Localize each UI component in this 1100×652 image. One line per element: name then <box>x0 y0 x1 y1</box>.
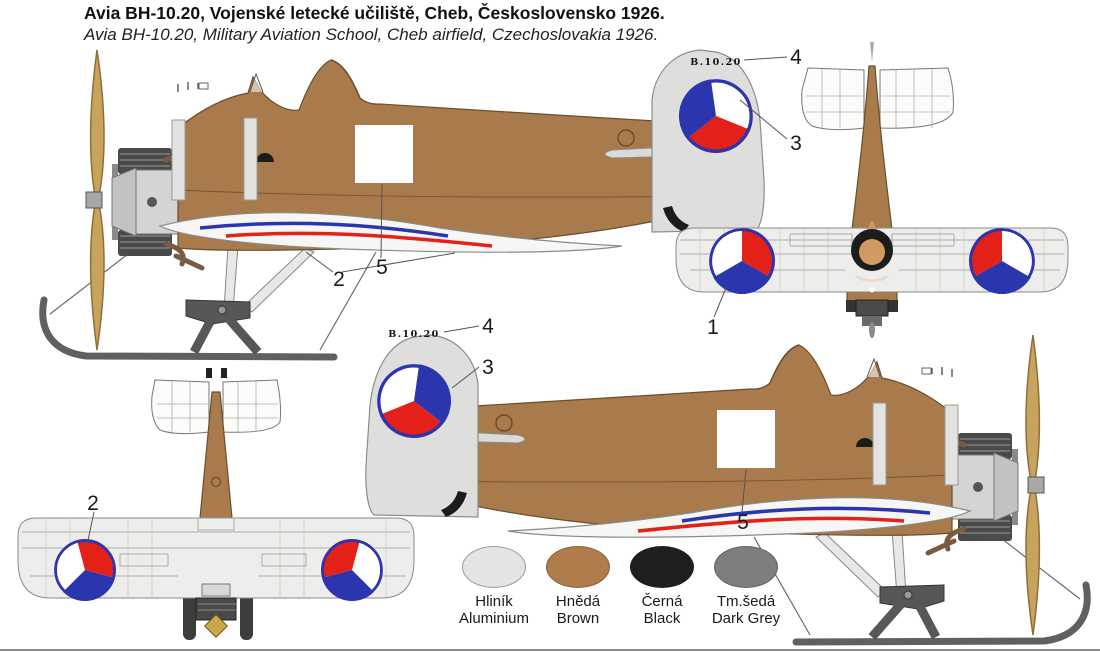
dark-grey-swatch <box>714 546 778 588</box>
callout-3-right-profile: 3 <box>482 356 494 379</box>
callout-5-right-profile: 5 <box>737 511 749 534</box>
callout-4-left-profile: 4 <box>790 46 802 69</box>
callout-3-left-profile: 3 <box>790 132 802 155</box>
aluminium-swatch <box>462 546 526 588</box>
bottom-view-aircraft <box>17 368 415 640</box>
callout-5-left-profile: 5 <box>376 256 388 279</box>
brown-label: Hnědá Brown <box>555 593 601 627</box>
right-profile-callout-leaders <box>443 325 747 513</box>
paint-colour-legend: Hliník Aluminium Hnědá Brown Černá Black… <box>452 546 788 627</box>
brown-swatch <box>546 546 610 588</box>
top-view-aircraft <box>675 42 1069 338</box>
title-block: Avia BH-10.20, Vojenské letecké učiliště… <box>84 3 665 45</box>
aluminium-label: Hliník Aluminium <box>458 593 530 627</box>
title-english: Avia BH-10.20, Military Aviation School,… <box>84 25 659 44</box>
callout-2-bottom-view: 2 <box>87 492 99 515</box>
callout-1-top-view: 1 <box>707 316 719 339</box>
bottom-border-rule <box>0 649 1100 651</box>
legend-item-aluminium: Hliník Aluminium <box>452 546 536 627</box>
title-czech: Avia BH-10.20, Vojenské letecké učiliště… <box>84 3 665 23</box>
black-swatch <box>630 546 694 588</box>
legend-item-dark-grey: Tm.šedá Dark Grey <box>704 546 788 627</box>
legend-item-black: Černá Black <box>620 546 704 627</box>
legend-item-brown: Hnědá Brown <box>536 546 620 627</box>
tail-code-text-left: B.10.20 <box>690 57 742 68</box>
left-side-profile-aircraft <box>43 50 764 357</box>
callout-4-right-profile: 4 <box>482 315 494 338</box>
callout-2-left-profile: 2 <box>333 268 345 291</box>
black-label: Černá Black <box>641 593 683 627</box>
left-profile-callout-leaders <box>305 56 788 273</box>
dark-grey-label: Tm.šedá Dark Grey <box>711 593 781 627</box>
tail-code-text-right: B.10.20 <box>388 329 440 340</box>
